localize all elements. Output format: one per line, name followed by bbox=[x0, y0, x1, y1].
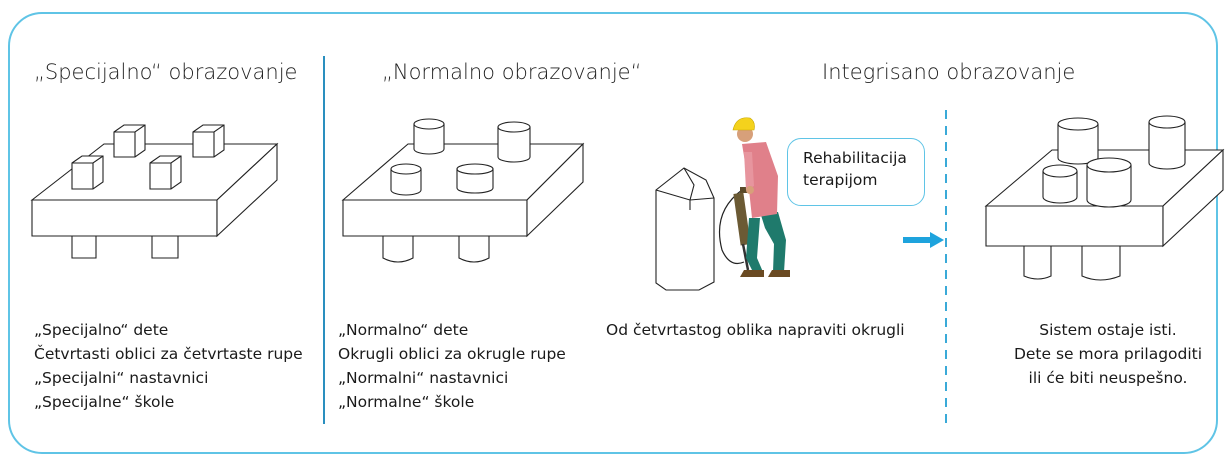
round-peg bbox=[497, 121, 531, 163]
round-peg-bottom bbox=[458, 236, 490, 263]
round-peg-bottom bbox=[1023, 246, 1052, 280]
caption-line: „Normalno“ dete bbox=[338, 321, 469, 339]
board-side bbox=[1162, 148, 1224, 248]
caption-line: „Normalne“ škole bbox=[338, 393, 475, 411]
arrow-right-icon bbox=[903, 232, 944, 248]
round-peg bbox=[1042, 164, 1078, 204]
round-peg bbox=[456, 163, 494, 194]
rehabilitation-illustration bbox=[655, 117, 790, 291]
board-front bbox=[985, 205, 1164, 247]
caption-line: Okrugli oblici za okrugle rupe bbox=[338, 345, 566, 363]
round-peg-bottom bbox=[1081, 246, 1121, 281]
normal-board-illustration bbox=[341, 118, 585, 263]
caption-line: „Specijalne“ škole bbox=[34, 393, 175, 411]
outer-frame bbox=[8, 12, 1218, 454]
bubble-line: terapijom bbox=[803, 171, 878, 189]
board-side bbox=[526, 142, 584, 238]
caption-line: ili će biti neuspešno. bbox=[1028, 369, 1188, 387]
round-peg-bottom bbox=[382, 236, 414, 263]
integrated-board-illustration bbox=[984, 115, 1225, 281]
normal-caption: „Normalno“ dete Okrugli oblici za okrugl… bbox=[338, 318, 566, 414]
special-caption: „Specijalno“ dete Četvrtasti oblici za č… bbox=[34, 318, 303, 414]
square-block bbox=[655, 167, 715, 291]
square-peg bbox=[71, 155, 104, 190]
rehabilitation-caption: Od četvrtastog oblika napraviti okrugli bbox=[606, 321, 905, 339]
round-peg bbox=[413, 118, 445, 155]
rehabilitation-bubble: Rehabilitacija terapijom bbox=[787, 138, 925, 206]
caption-line: Četvrtasti oblici za četvrtaste rupe bbox=[34, 345, 303, 363]
integrated-education-heading: Integrisano obrazovanje bbox=[822, 60, 1076, 84]
board-side bbox=[216, 142, 278, 238]
round-peg bbox=[390, 163, 422, 196]
caption-line: Sistem ostaje isti. bbox=[1039, 321, 1177, 339]
caption-line: „Specijalno“ dete bbox=[34, 321, 169, 339]
square-peg-bottom bbox=[71, 236, 97, 259]
system-caption: Sistem ostaje isti. Dete se mora prilago… bbox=[996, 318, 1220, 390]
special-board-illustration bbox=[30, 124, 279, 259]
special-education-heading: „Specijalno“ obrazovanje bbox=[34, 60, 298, 84]
square-peg bbox=[192, 124, 225, 158]
round-peg bbox=[1057, 117, 1099, 165]
round-peg bbox=[1086, 157, 1132, 208]
normal-education-heading: „Normalno obrazovanje“ bbox=[382, 60, 642, 84]
square-peg bbox=[149, 155, 182, 190]
dashed-divider bbox=[945, 110, 947, 425]
worker-figure bbox=[732, 117, 790, 277]
caption-line: „Specijalni“ nastavnici bbox=[34, 369, 209, 387]
jackhammer-hose bbox=[718, 189, 745, 265]
round-peg bbox=[1148, 115, 1186, 170]
bubble-line: Rehabilitacija bbox=[803, 149, 907, 167]
square-peg bbox=[113, 124, 146, 158]
square-peg-bottom bbox=[151, 236, 179, 259]
caption-line: Dete se mora prilagoditi bbox=[1013, 345, 1203, 363]
caption-line: „Normalni“ nastavnici bbox=[338, 369, 509, 387]
section-divider bbox=[323, 56, 325, 424]
